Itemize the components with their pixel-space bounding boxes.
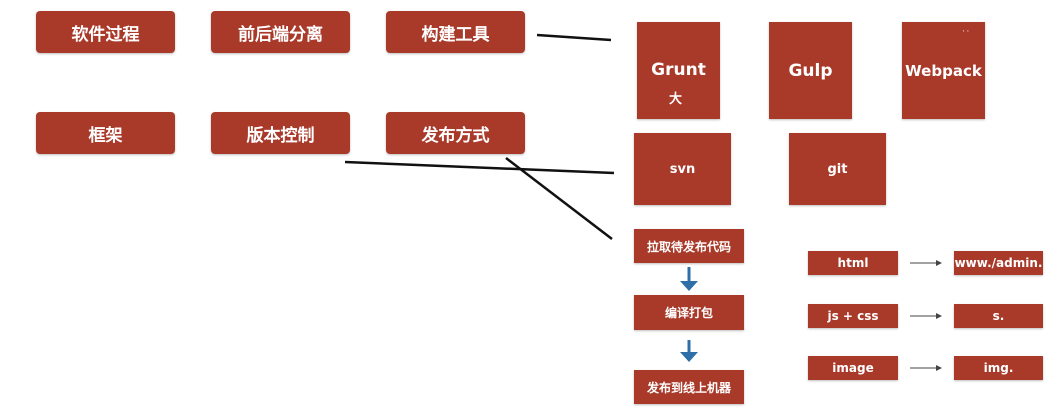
box-version-control: 版本控制 xyxy=(211,112,350,154)
box-release-method: 发布方式 xyxy=(386,112,525,154)
box-frontend-backend-separation: 前后端分离 xyxy=(211,11,350,53)
tile-git: git xyxy=(789,133,886,205)
connector-build-tools xyxy=(536,33,612,42)
mapping-target-image: img. xyxy=(954,356,1043,380)
tile-webpack: · · Webpack xyxy=(902,22,985,119)
mapping-target-js-css: s. xyxy=(954,304,1043,328)
release-step-compile-package: 编译打包 xyxy=(634,295,744,330)
mapping-arrow-icon xyxy=(910,313,942,319)
box-build-tools: 构建工具 xyxy=(386,11,525,53)
release-step-deploy-online: 发布到线上机器 xyxy=(634,370,744,404)
mapping-target-html: www./admin. xyxy=(954,251,1043,275)
mapping-arrow-icon xyxy=(910,365,942,371)
connector-release-method xyxy=(505,157,613,240)
tile-grunt-sublabel: 大 xyxy=(669,92,683,107)
tile-gulp-label: Gulp xyxy=(788,60,833,81)
tile-gulp: Gulp xyxy=(769,22,852,119)
tile-webpack-mark: · · xyxy=(962,28,969,35)
box-software-process: 软件过程 xyxy=(36,11,175,53)
mapping-source-image: image xyxy=(808,356,898,380)
flow-arrow-down-icon xyxy=(680,267,698,291)
release-step-pull-code: 拉取待发布代码 xyxy=(634,229,744,263)
connector-version-control xyxy=(344,160,615,175)
box-framework: 框架 xyxy=(36,112,175,154)
tile-svn: svn xyxy=(634,133,731,205)
mapping-source-js-css: js + css xyxy=(808,304,898,328)
mapping-arrow-icon xyxy=(910,260,942,266)
flow-arrow-down-icon xyxy=(680,340,698,362)
tile-grunt-label: Grunt xyxy=(651,60,706,80)
tile-webpack-label: Webpack xyxy=(905,61,982,80)
tile-grunt: Grunt 大 xyxy=(637,22,720,119)
mapping-source-html: html xyxy=(808,251,898,275)
